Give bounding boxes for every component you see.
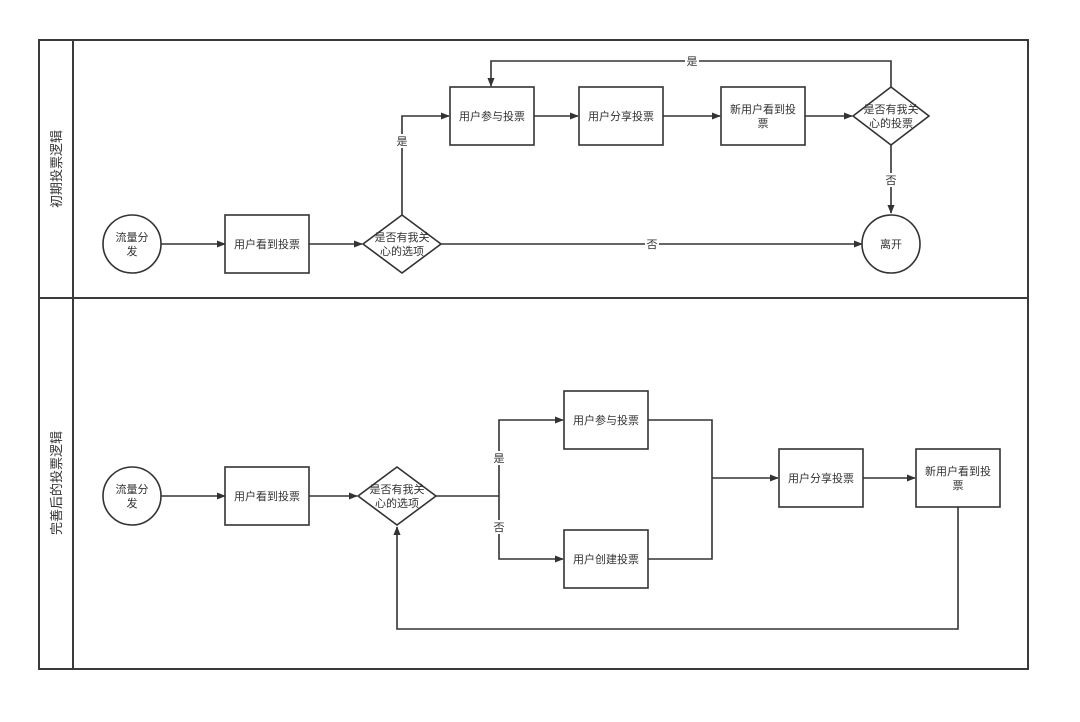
edge-newuser-loop-to-decide <box>393 507 959 630</box>
node-decision-relevant-option[interactable]: 是否有我关 心的选项 <box>361 214 443 274</box>
lane-1: 是 否 是 否 流量分 发 用户看到投票 是否有我关 心的选项 用户参与投票 用… <box>102 54 931 274</box>
node-label: 发 <box>127 496 138 510</box>
edge-merge-join-create <box>648 419 713 560</box>
node-decision-relevant-option[interactable]: 是否有我关 心的选项 <box>356 466 438 526</box>
node-label: 是否有我关 <box>370 482 425 496</box>
node-traffic-start[interactable]: 流量分 发 <box>102 214 162 274</box>
node-label: 心的投票 <box>869 116 913 130</box>
edge-decide-yes-to-join <box>498 416 564 496</box>
pool-border <box>38 39 1029 670</box>
node-user-joins-vote[interactable]: 用户参与投票 <box>563 390 649 450</box>
node-label: 心的选项 <box>380 244 424 258</box>
node-label: 离开 <box>880 237 902 251</box>
node-label: 流量分 <box>116 230 149 244</box>
edge-label-yes: 是 <box>687 55 698 68</box>
node-traffic-start[interactable]: 流量分 发 <box>102 466 162 526</box>
edge-label-yes: 是 <box>494 452 505 465</box>
edge-decide-yes-to-join <box>401 112 450 215</box>
node-label: 新用户看到投 <box>730 102 796 116</box>
edge-label-no: 否 <box>494 521 505 534</box>
edge-label-no: 否 <box>647 238 658 251</box>
node-user-shares-vote[interactable]: 用户分享投票 <box>578 86 664 146</box>
swimlane-pool <box>38 39 1029 670</box>
node-label: 票 <box>758 117 769 130</box>
edge-label-no: 否 <box>886 174 897 187</box>
node-user-sees-vote[interactable]: 用户看到投票 <box>224 214 310 274</box>
node-label: 用户看到投票 <box>234 489 300 503</box>
edge-label-yes: 是 <box>397 135 408 148</box>
node-new-user-sees-vote[interactable]: 新用户看到投 票 <box>915 448 1001 508</box>
node-new-user-sees-vote[interactable]: 新用户看到投 票 <box>720 86 806 146</box>
node-label: 是否有我关 <box>864 102 919 116</box>
node-label: 用户参与投票 <box>459 109 525 123</box>
node-user-shares-vote[interactable]: 用户分享投票 <box>778 448 864 508</box>
node-label: 用户分享投票 <box>788 471 854 485</box>
node-label: 用户创建投票 <box>573 552 639 566</box>
edge-decide-no-to-create <box>498 496 564 563</box>
node-label: 流量分 <box>116 482 149 496</box>
lane-1-title: 初期投票逻辑 <box>49 130 65 208</box>
node-user-joins-vote[interactable]: 用户参与投票 <box>449 86 535 146</box>
node-label: 票 <box>953 479 964 492</box>
node-label: 用户分享投票 <box>588 109 654 123</box>
node-label: 心的选项 <box>375 496 419 510</box>
lane-2: 是 否 流量分 发 用户看到投票 是否有我关 心的选项 用户参与投票 用户创建投… <box>102 390 1001 630</box>
node-leave[interactable]: 离开 <box>861 214 921 274</box>
node-label: 是否有我关 <box>375 230 430 244</box>
lane-2-title: 完善后的投票逻辑 <box>49 431 65 535</box>
node-decision-relevant-vote[interactable]: 是否有我关 心的投票 <box>851 85 931 147</box>
node-label: 新用户看到投 <box>925 464 991 478</box>
node-user-creates-vote[interactable]: 用户创建投票 <box>563 529 649 589</box>
node-label: 发 <box>127 244 138 258</box>
node-user-sees-vote[interactable]: 用户看到投票 <box>224 466 310 526</box>
node-label: 用户看到投票 <box>234 237 300 251</box>
node-label: 用户参与投票 <box>573 413 639 427</box>
